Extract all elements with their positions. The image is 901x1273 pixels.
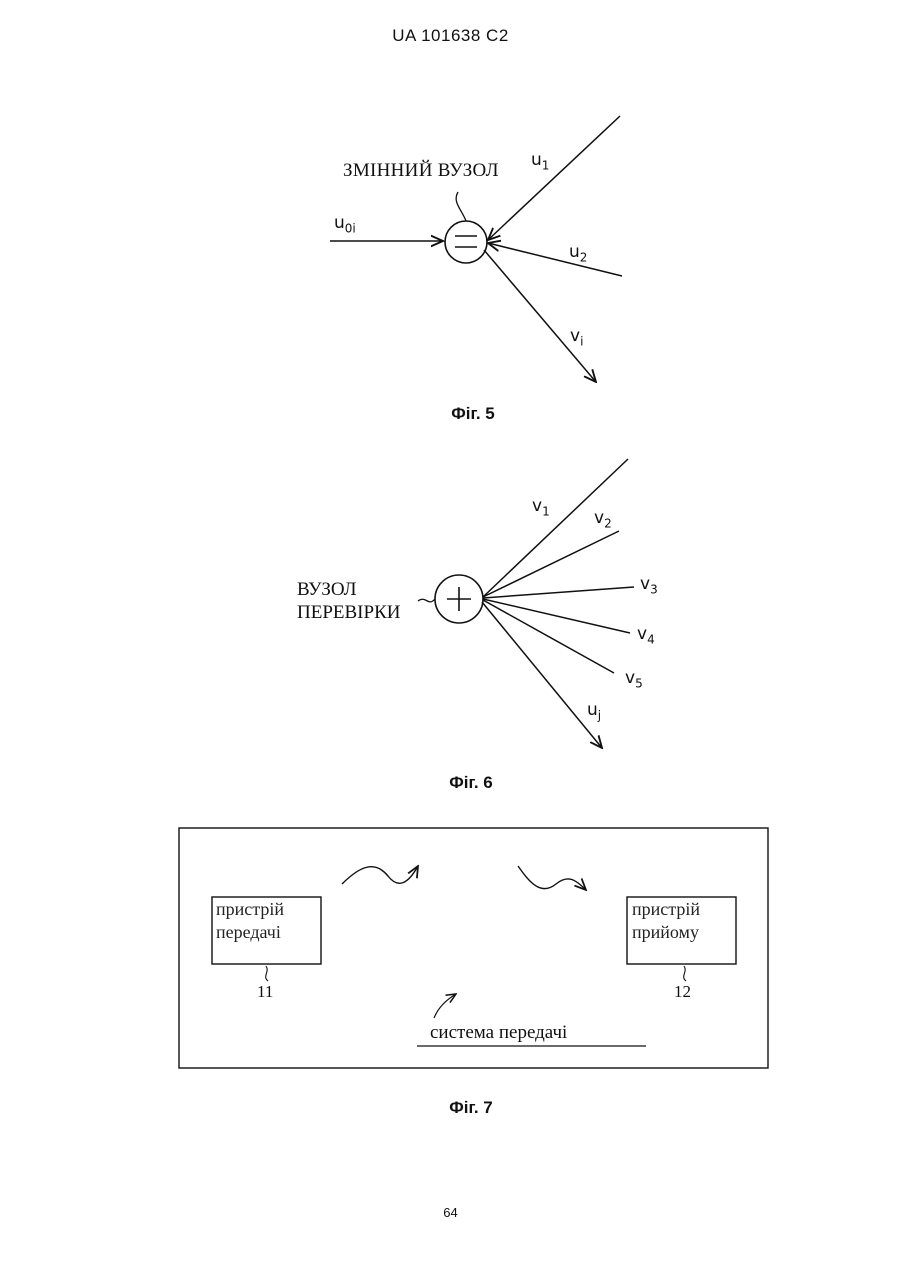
fig7-receiver-label: пристрій прийому <box>632 898 736 944</box>
fig5-edge-u1 <box>488 116 620 240</box>
fig7-system-label: система передачі <box>430 1022 567 1044</box>
fig6-edge-label-v2-symbol: v <box>594 508 604 528</box>
fig6-edge-label-v5-symbol: v <box>625 668 635 688</box>
fig7-transmitter-label: пристрій передачі <box>216 898 320 944</box>
fig6-edge-uj <box>482 602 602 748</box>
fig6-edge-label-v1-subscript: 1 <box>542 504 550 518</box>
fig6-edge-label-v5-subscript: 5 <box>635 676 643 690</box>
fig5-edge2-symbol: u <box>569 242 580 262</box>
page-number: 64 <box>0 1205 901 1220</box>
fig7-caption: Фіг. 7 <box>411 1098 531 1118</box>
fig5-edge-u2 <box>488 243 622 276</box>
fig5-edge1-subscript: 1 <box>542 158 550 172</box>
fig6-edge-label-uj-subscript: j <box>598 708 601 722</box>
fig7-transmitter-label-line2: передачі <box>216 921 320 944</box>
fig6-edge-label-v1-symbol: v <box>532 496 542 516</box>
fig6-caption: Фіг. 6 <box>411 773 531 793</box>
fig5-output-label: vi <box>570 326 583 348</box>
fig6-edge-label-v3: v3 <box>640 574 658 596</box>
fig6-diagram <box>418 459 634 748</box>
fig6-label-leader <box>418 599 435 602</box>
fig6-edge-label-v4-subscript: 4 <box>647 632 655 646</box>
fig5-edge2-subscript: 2 <box>580 250 588 264</box>
fig7-transmitter-ref: 11 <box>257 982 273 1002</box>
fig5-output-symbol: v <box>570 326 580 346</box>
fig6-edge-label-uj: uj <box>587 700 601 722</box>
fig5-node-label: ЗМІННИЙ ВУЗОЛ <box>343 160 499 182</box>
fig5-edge2-label: u2 <box>569 242 587 264</box>
fig7-ref11-leader <box>266 966 268 981</box>
fig6-edge-label-v4: v4 <box>637 624 655 646</box>
fig5-edge1-symbol: u <box>531 150 542 170</box>
fig7-receiver-label-line1: пристрій <box>632 898 736 921</box>
fig6-node-label: ВУЗОЛ ПЕРЕВІРКИ <box>297 578 400 624</box>
fig7-system-pointer <box>434 994 456 1018</box>
fig5-caption: Фіг. 5 <box>413 404 533 424</box>
fig7-signal-wave-left <box>342 866 418 884</box>
fig5-edge1-label: u1 <box>531 150 549 172</box>
fig6-edge-v4 <box>483 599 630 633</box>
fig6-edge-label-uj-symbol: u <box>587 700 598 720</box>
fig5-input-label: u0i <box>334 213 356 235</box>
fig5-input-subscript: 0i <box>345 221 356 235</box>
fig5-output-subscript: i <box>580 334 583 348</box>
fig6-edge-label-v2: v2 <box>594 508 612 530</box>
fig6-edge-v2 <box>483 531 619 597</box>
fig6-edge-label-v1: v1 <box>532 496 550 518</box>
fig6-edge-label-v2-subscript: 2 <box>604 516 612 530</box>
fig7-receiver-label-line2: прийому <box>632 921 736 944</box>
fig6-edge-v5 <box>483 600 614 673</box>
fig6-edge-label-v4-symbol: v <box>637 624 647 644</box>
fig6-node-label-line2: ПЕРЕВІРКИ <box>297 601 400 624</box>
fig5-variable-node <box>445 221 487 263</box>
fig7-ref12-leader <box>684 966 686 981</box>
fig5-output-edge <box>484 250 596 382</box>
fig5-label-leader <box>456 192 466 221</box>
fig6-node-label-line1: ВУЗОЛ <box>297 578 400 601</box>
fig6-edge-label-v3-subscript: 3 <box>650 582 658 596</box>
fig7-receiver-ref: 12 <box>674 982 691 1002</box>
fig6-edge-label-v3-symbol: v <box>640 574 650 594</box>
fig6-edge-label-v5: v5 <box>625 668 643 690</box>
fig7-signal-wave-right <box>518 866 586 890</box>
fig6-edge-v3 <box>483 587 634 598</box>
fig7-transmitter-label-line1: пристрій <box>216 898 320 921</box>
fig5-input-symbol: u <box>334 213 345 233</box>
